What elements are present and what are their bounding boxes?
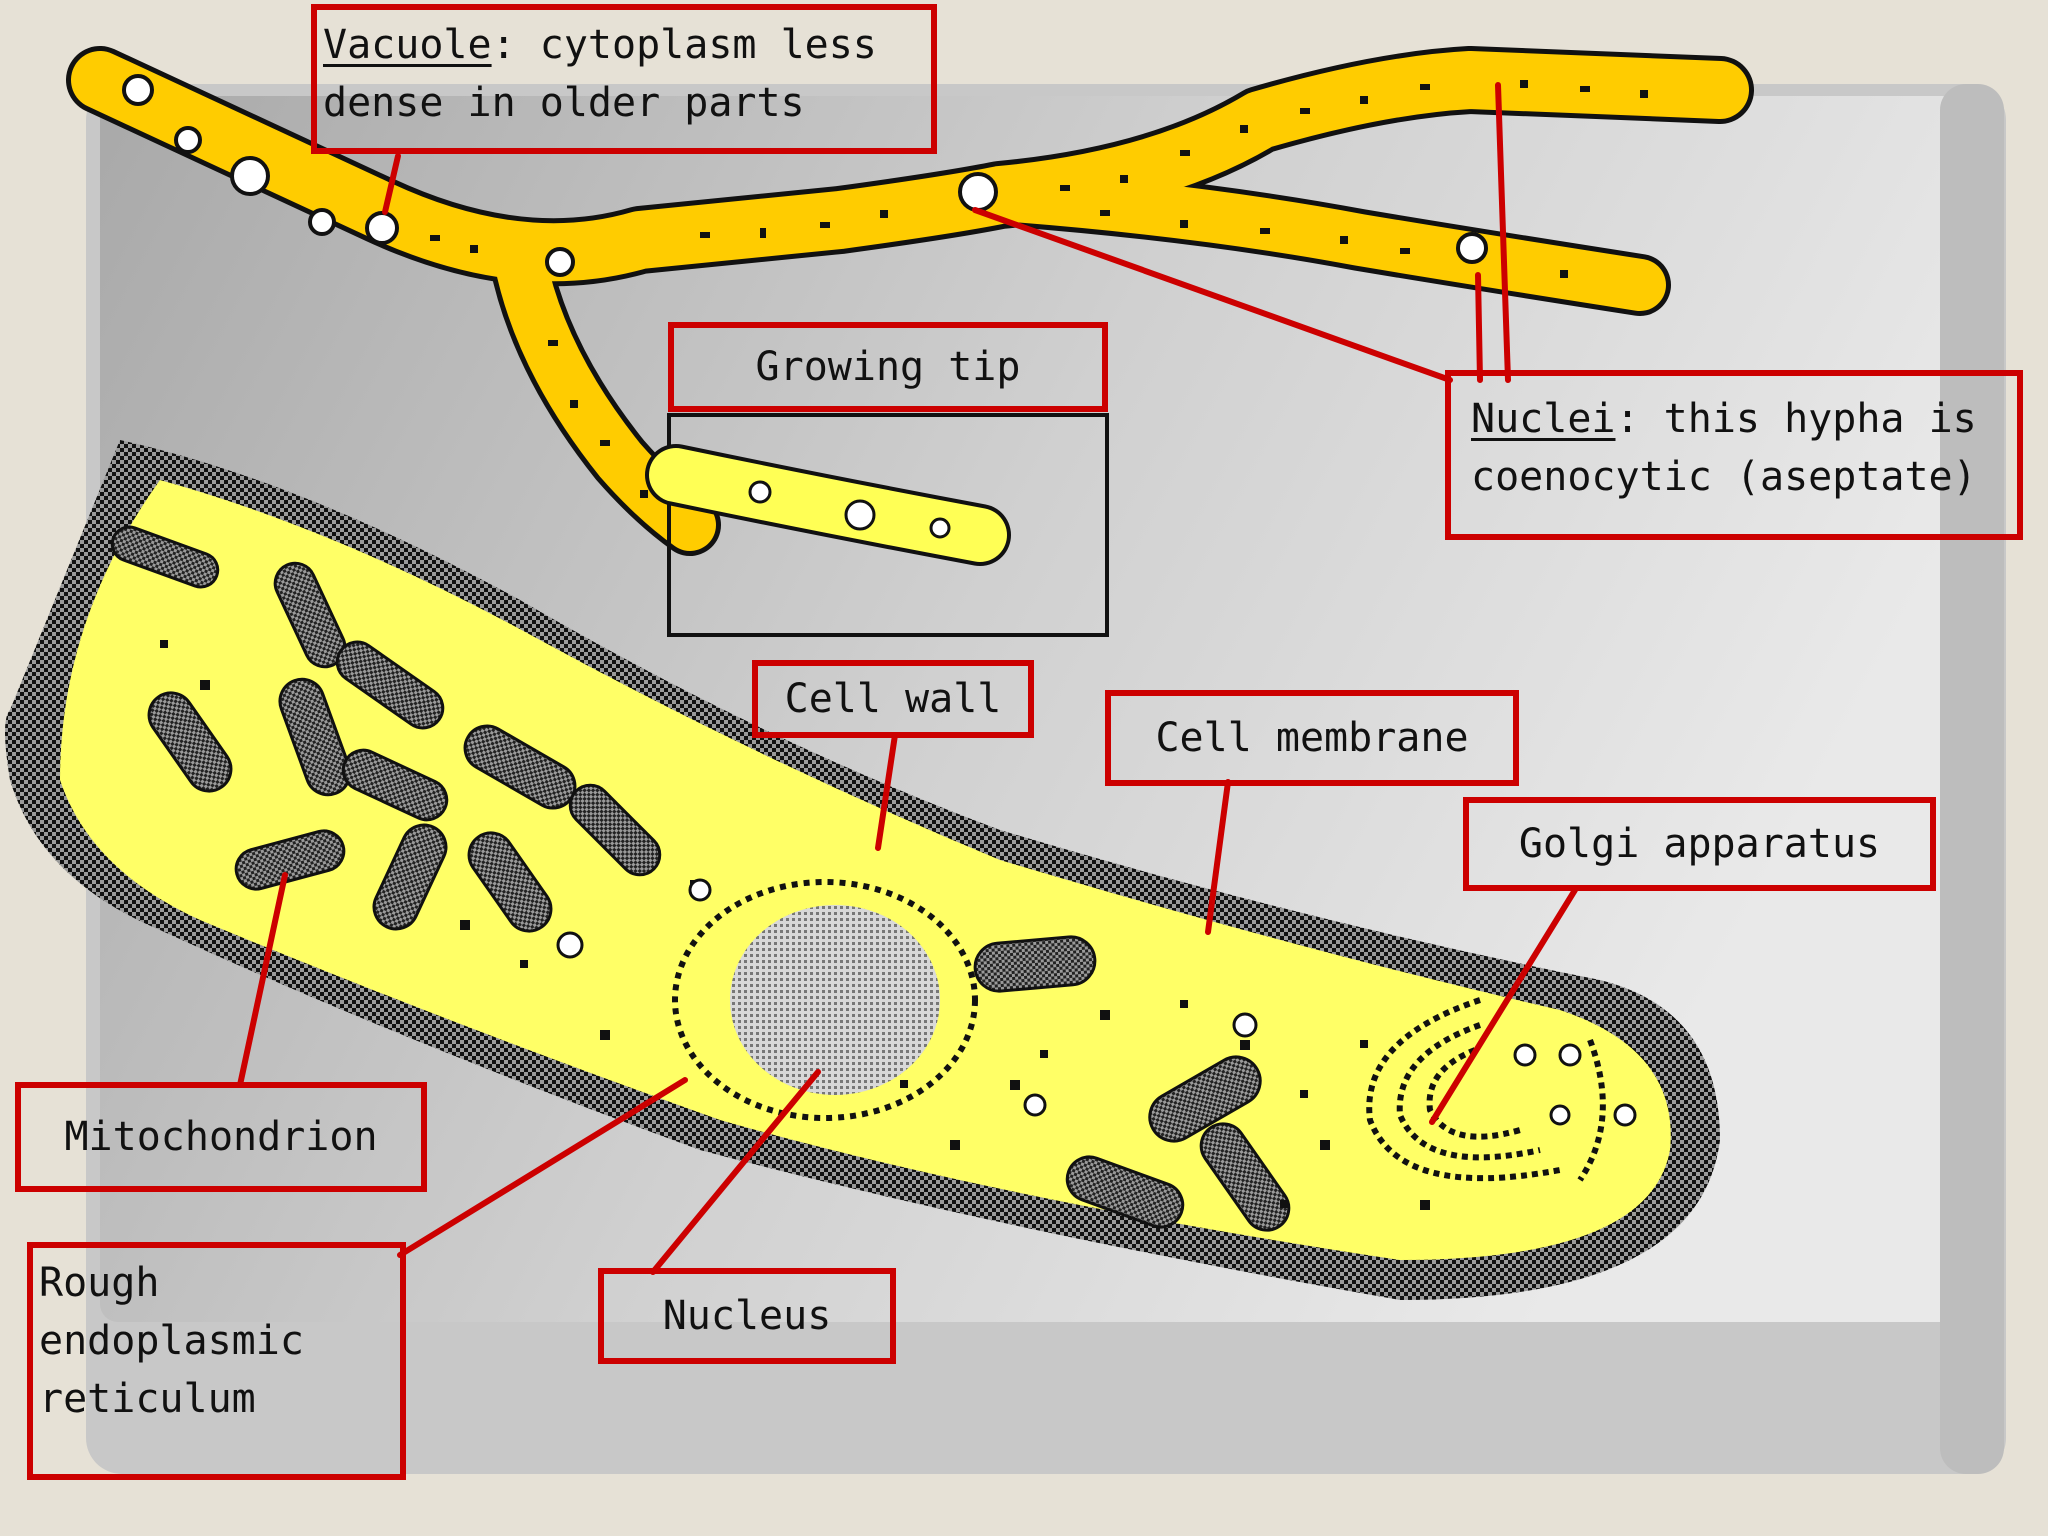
growing-tip-vesicles <box>748 480 951 539</box>
hypha <box>66 46 1754 556</box>
hypha-speckles <box>430 80 1648 498</box>
leader-nucleus <box>650 1069 821 1275</box>
leader-cell-wall <box>875 732 898 851</box>
leader-vacuole <box>382 153 401 215</box>
cytoplasm-vesicles <box>556 878 1637 1127</box>
growing-tip-label: Growing tip <box>668 322 1108 412</box>
nuclei-description: : this hypha is <box>1615 396 1977 442</box>
rough-er-line3: reticulum <box>39 1376 256 1422</box>
leader-cell-membrane <box>1205 779 1231 935</box>
nuclei-description-line2: coenocytic (aseptate) <box>1471 454 1977 500</box>
cell-wall-label: Cell wall <box>752 660 1034 738</box>
growing-tip-inset <box>667 413 1109 637</box>
nucleus-label: Nucleus <box>598 1268 896 1364</box>
hypha-vacuoles <box>122 74 1488 277</box>
vacuole-label: Vacuole: cytoplasm less dense in older p… <box>311 4 937 154</box>
leader-rough-er <box>397 1077 688 1258</box>
cell-membrane-label: Cell membrane <box>1105 690 1519 786</box>
vacuole-term: Vacuole <box>323 22 492 68</box>
mitochondria <box>110 525 1291 1232</box>
leader-golgi <box>1429 887 1578 1125</box>
nuclei-term: Nuclei <box>1471 396 1616 442</box>
rough-er-label: Rough endoplasmic reticulum <box>27 1242 406 1480</box>
mitochondrion-label: Mitochondrion <box>15 1082 427 1192</box>
cell-body <box>5 440 1720 1300</box>
vacuole-description: : cytoplasm less <box>491 22 877 68</box>
nuclei-label: Nuclei: this hypha is coenocytic (asepta… <box>1445 370 2023 540</box>
rough-er-line2: endoplasmic <box>39 1318 304 1364</box>
golgi-apparatus-label: Golgi apparatus <box>1463 797 1936 891</box>
golgi-stack <box>1366 997 1606 1182</box>
vacuole-description-line2: dense in older parts <box>323 80 805 126</box>
leader-lines <box>237 82 1578 1275</box>
leader-mitochondrion <box>237 872 288 1088</box>
leader-nuclei-2 <box>1475 272 1483 383</box>
leader-nuclei-3 <box>1495 82 1511 383</box>
rough-er-line1: Rough <box>39 1260 160 1306</box>
cell-nucleus <box>672 879 978 1121</box>
leader-nuclei-1 <box>972 207 1453 383</box>
